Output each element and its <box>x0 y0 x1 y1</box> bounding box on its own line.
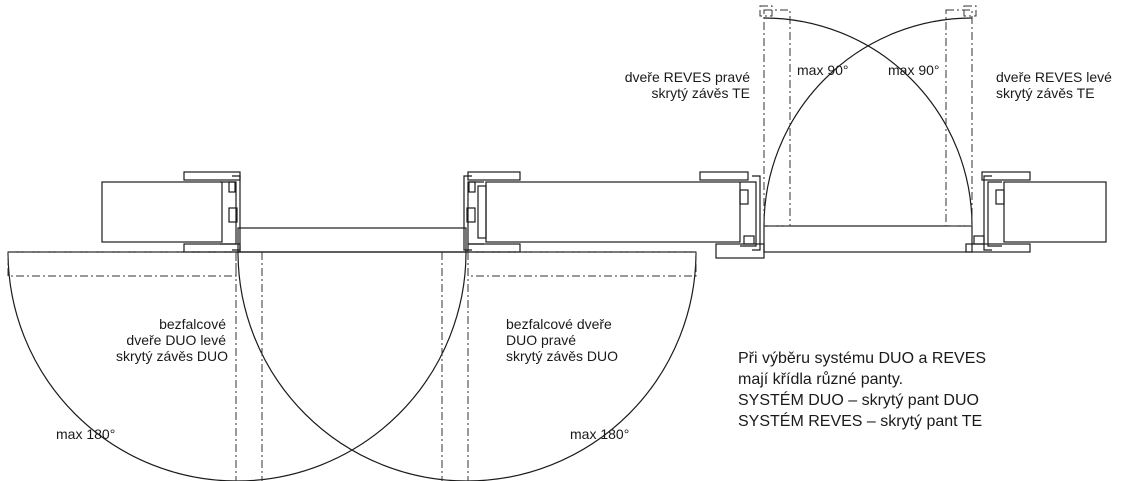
system-note-line-2: mají křídla různé panty. <box>738 371 904 388</box>
system-note-line-1: Při výběru systému DUO a REVES <box>738 350 987 367</box>
label-duo-left: bezfalcové dveře DUO levé skrytý závěs D… <box>116 316 229 364</box>
label-duo-left-line-3: skrytý závěs DUO <box>116 348 229 364</box>
frame-duo-right <box>463 171 521 253</box>
system-note-line-3: SYSTÉM DUO – skrytý pant DUO <box>738 392 979 409</box>
label-reves-left: dveře REVES levé skrytý závěs TE <box>996 69 1112 101</box>
swing-arc-duo-left <box>7 251 467 481</box>
wall-left <box>101 181 223 243</box>
label-duo-right-line-3: skrytý závěs DUO <box>506 348 619 364</box>
label-duo-right-line-1: bezfalcové dveře <box>506 316 612 332</box>
frame-reves-left <box>965 171 1031 253</box>
wall-middle <box>485 181 741 243</box>
angle-label-duo-right: max 180° <box>570 426 630 442</box>
leaf-reves-closed <box>763 225 973 253</box>
frame-duo-left <box>183 171 241 253</box>
label-duo-right-line-2: DUO pravé <box>506 332 577 348</box>
system-note: Při výběru systému DUO a REVES mají kříd… <box>738 348 986 432</box>
label-reves-right-line-1: dveře REVES pravé <box>624 69 750 85</box>
label-duo-left-line-2: dveře DUO levé <box>126 332 226 348</box>
swing-arc-reves-left <box>763 17 973 227</box>
label-reves-left-line-1: dveře REVES levé <box>996 69 1112 85</box>
frame-reves-right <box>699 171 765 259</box>
angle-label-reves-left: max 90° <box>888 62 940 78</box>
label-reves-right: dveře REVES pravé skrytý závěs TE <box>600 69 750 101</box>
swing-arc-duo-right <box>237 251 697 481</box>
leaf-duo-closed <box>237 227 467 253</box>
swing-arc-reves-right <box>763 17 973 227</box>
wall-right <box>1003 181 1107 243</box>
system-note-line-4: SYSTÉM REVES – skrytý pant TE <box>738 413 983 430</box>
angle-label-reves-right: max 90° <box>797 62 849 78</box>
label-reves-left-line-2: skrytý závěs TE <box>996 85 1095 101</box>
angle-label-duo-left: max 180° <box>56 426 116 442</box>
label-duo-left-line-1: bezfalcové <box>159 316 226 332</box>
label-duo-right: bezfalcové dveře DUO pravé skrytý závěs … <box>506 316 618 364</box>
label-reves-right-line-2: skrytý závěs TE <box>651 85 750 101</box>
